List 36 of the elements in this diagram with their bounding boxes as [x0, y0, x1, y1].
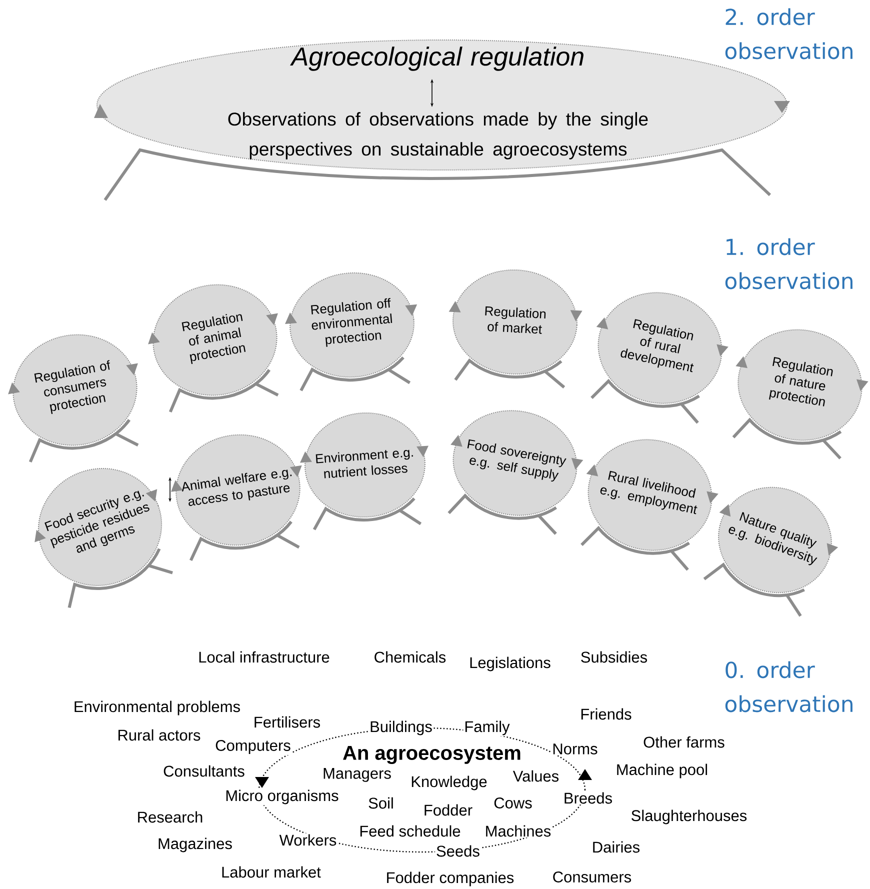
- word-label: Knowledge: [410, 774, 488, 792]
- word-label: Environmental problems: [72, 700, 242, 716]
- word-label: Chemicals: [372, 650, 448, 664]
- word-label: Seeds: [435, 844, 481, 858]
- word-label: Dairies: [590, 840, 642, 854]
- word-label: Managers: [322, 767, 392, 783]
- word-label: Labour market: [220, 865, 322, 879]
- word-label: Machine pool: [614, 762, 710, 780]
- word-label: Legislations: [468, 656, 552, 672]
- level-heading: 0. order observation: [725, 661, 852, 712]
- word-label: Norms: [551, 742, 599, 756]
- word-label: Magazines: [156, 836, 234, 854]
- word-label: Subsidies: [579, 650, 649, 664]
- word-label: Fodder: [422, 803, 474, 817]
- word-label: Machines: [484, 824, 552, 838]
- word-label: Local infrastructure: [197, 650, 331, 664]
- word-label: Consultants: [162, 764, 246, 778]
- level-heading: 1. order observation: [725, 238, 852, 290]
- word-label: Values: [512, 769, 560, 783]
- word-label: Other farms: [642, 735, 726, 749]
- word-label: Computers: [214, 738, 292, 756]
- word-label: Fertilisers: [252, 715, 322, 729]
- word-label: Buildings: [368, 720, 434, 736]
- word-label: Slaughterhouses: [630, 808, 748, 826]
- word-label: Consumers: [551, 870, 633, 884]
- word-label: Research: [136, 810, 204, 824]
- word-label: Fodder companies: [384, 870, 516, 888]
- word-label: Friends: [579, 707, 633, 721]
- word-label: Family: [463, 720, 511, 736]
- word-label: Breeds: [562, 791, 614, 805]
- word-label: Rural actors: [116, 728, 202, 742]
- word-label: Workers: [278, 833, 338, 847]
- word-label: Cows: [492, 796, 534, 810]
- word-label: Feed schedule: [358, 824, 462, 838]
- word-label: Soil: [367, 796, 395, 810]
- word-label: Micro organisms: [224, 788, 340, 806]
